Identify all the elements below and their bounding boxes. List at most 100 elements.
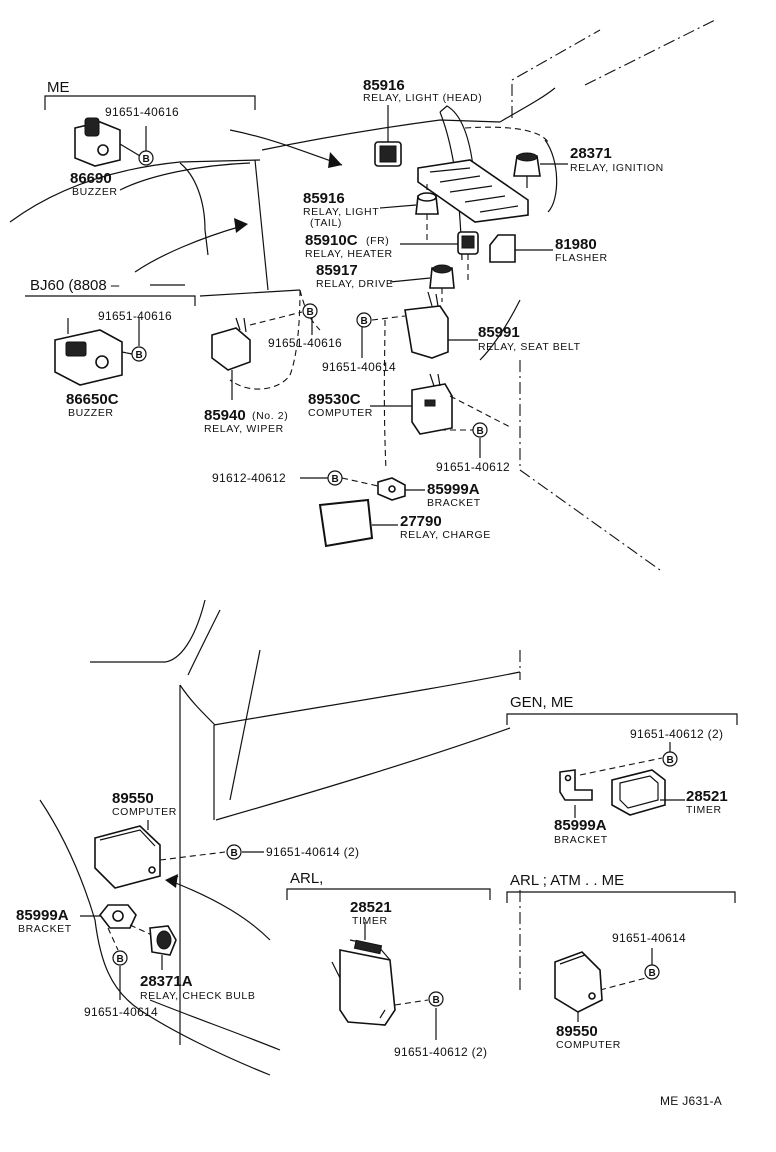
svg-text:GEN, ME: GEN, ME: [510, 694, 573, 711]
bolt-symbol-atm: B: [644, 964, 660, 980]
svg-text:RELAY, HEATER: RELAY, HEATER: [305, 248, 393, 260]
relay-28371: 28371 RELAY, IGNITION: [513, 145, 664, 188]
svg-text:COMPUTER: COMPUTER: [556, 1039, 621, 1051]
svg-text:COMPUTER: COMPUTER: [308, 407, 373, 419]
group-bj60: BJ60 (8808 –: [25, 277, 196, 306]
svg-text:(No. 2): (No. 2): [252, 410, 288, 422]
group-arl: ARL,: [286, 870, 491, 900]
bolt-symbol-wiper: B: [302, 303, 318, 319]
relay-85916-tail: 85916 RELAY, LIGHT (TAIL): [303, 180, 439, 240]
computer-89550-main: 89550 COMPUTER 91651-40614 (2): [94, 790, 359, 889]
svg-text:B: B: [307, 307, 314, 318]
group-gen-me: GEN, ME 91651-40612 (2): [506, 694, 738, 776]
bolt-symbol-arl: B: [428, 991, 444, 1007]
svg-text:B: B: [143, 154, 150, 165]
svg-text:ARL,: ARL,: [290, 870, 323, 887]
relay-85910c: 85910C (FR) RELAY, HEATER: [305, 231, 479, 280]
svg-text:28371A: 28371A: [140, 973, 193, 990]
svg-text:RELAY, DRIVE: RELAY, DRIVE: [316, 278, 393, 290]
flasher-81980: 81980 FLASHER: [489, 234, 608, 264]
svg-text:91651-40614: 91651-40614: [84, 1005, 158, 1019]
relay-85917: 85917 RELAY, DRIVE: [316, 262, 455, 302]
timer-28521-arl: 28521 TIMER 91651-40612 (2): [331, 899, 487, 1059]
svg-text:91651-40612 (2): 91651-40612 (2): [630, 727, 723, 741]
svg-text:85999A: 85999A: [427, 481, 480, 498]
svg-text:FLASHER: FLASHER: [555, 252, 608, 264]
svg-text:TIMER: TIMER: [352, 915, 388, 927]
svg-text:91651-40616: 91651-40616: [105, 105, 179, 119]
svg-text:85916: 85916: [303, 190, 345, 207]
svg-text:81980: 81980: [555, 236, 597, 253]
svg-text:27790: 27790: [400, 513, 442, 530]
svg-text:ME: ME: [47, 79, 70, 96]
svg-text:91651-40614 (2): 91651-40614 (2): [266, 845, 359, 859]
svg-text:TIMER: TIMER: [686, 804, 722, 816]
svg-text:91651-40614: 91651-40614: [322, 360, 396, 374]
svg-text:85916: 85916: [363, 77, 405, 94]
bolt-symbol-me-top: B: [138, 150, 154, 166]
svg-text:B: B: [231, 848, 238, 859]
svg-text:(TAIL): (TAIL): [310, 217, 342, 229]
svg-text:RELAY, CHECK BULB: RELAY, CHECK BULB: [140, 990, 255, 1002]
buzzer-86690: 91651-40616 86690 BUZZER: [70, 105, 179, 198]
bolt-symbol-seatbelt: B: [356, 312, 372, 328]
svg-text:RELAY, SEAT BELT: RELAY, SEAT BELT: [478, 341, 581, 353]
bolt-symbol-computer-top: B: [472, 422, 488, 438]
timer-28521-gen: 28521 TIMER: [611, 769, 728, 816]
bolt-symbol-bracket-top: B: [327, 470, 343, 486]
svg-text:91612-40612: 91612-40612: [212, 471, 286, 485]
buzzer-86650c: 91651-40616 86650C BUZZER: [54, 309, 172, 419]
svg-text:86650C: 86650C: [66, 391, 119, 408]
svg-text:85999A: 85999A: [554, 817, 607, 834]
svg-text:COMPUTER: COMPUTER: [112, 806, 177, 818]
svg-text:RELAY, IGNITION: RELAY, IGNITION: [570, 162, 664, 174]
svg-text:28521: 28521: [350, 899, 392, 916]
svg-text:91651-40612: 91651-40612: [436, 460, 510, 474]
svg-text:B: B: [667, 755, 674, 766]
svg-text:B: B: [332, 474, 339, 485]
svg-text:ARL ; ATM . . ME: ARL ; ATM . . ME: [510, 872, 624, 889]
svg-text:86690: 86690: [70, 170, 112, 187]
relay-85916-head: 85916 RELAY, LIGHT (HEAD): [363, 77, 482, 167]
relay-85991: 85991 RELAY, SEAT BELT 91651-40614: [322, 291, 581, 471]
relay-27790: 27790 RELAY, CHARGE: [318, 498, 491, 548]
svg-text:89550: 89550: [556, 1023, 598, 1040]
bracket-85999a-left: 85999A BRACKET: [16, 904, 153, 951]
svg-text:91651-40612 (2): 91651-40612 (2): [394, 1045, 487, 1059]
svg-text:91651-40614: 91651-40614: [612, 931, 686, 945]
relay-28371a: 28371A RELAY, CHECK BULB: [140, 925, 255, 1002]
svg-text:28371: 28371: [570, 145, 612, 162]
svg-text:(FR): (FR): [366, 235, 389, 247]
computer-89530c: 89530C COMPUTER 91651-40612: [308, 373, 513, 474]
svg-text:BRACKET: BRACKET: [554, 834, 608, 846]
svg-text:85940: 85940: [204, 407, 246, 424]
diagram-code: ME J631-A: [660, 1094, 722, 1108]
group-arl-atm-me: ARL ; ATM . . ME 91651-40614: [506, 872, 736, 991]
relay-block: [417, 159, 529, 223]
svg-text:RELAY, LIGHT: RELAY, LIGHT: [303, 206, 379, 218]
svg-text:BJ60 (8808 –: BJ60 (8808 –: [30, 277, 120, 294]
svg-text:85999A: 85999A: [16, 907, 69, 924]
computer-89550-atm: 89550 COMPUTER: [554, 951, 621, 1051]
svg-text:BUZZER: BUZZER: [68, 407, 114, 419]
svg-text:BRACKET: BRACKET: [18, 923, 72, 935]
svg-text:B: B: [433, 995, 440, 1006]
svg-text:89550: 89550: [112, 790, 154, 807]
bolt-symbol-bj60: B: [131, 346, 147, 362]
bracket-85999a-gen: 85999A BRACKET: [554, 769, 608, 846]
svg-text:B: B: [649, 968, 656, 979]
svg-text:85910C: 85910C: [305, 232, 358, 249]
svg-text:91651-40616: 91651-40616: [98, 309, 172, 323]
svg-text:B: B: [477, 426, 484, 437]
svg-text:28521: 28521: [686, 788, 728, 805]
svg-text:B: B: [117, 954, 124, 965]
group-me-top: ME: [44, 79, 256, 110]
bolt-label-left: 91651-40614: [84, 966, 158, 1019]
svg-text:RELAY, WIPER: RELAY, WIPER: [204, 423, 284, 435]
svg-text:BRACKET: BRACKET: [427, 497, 481, 509]
body-outline-bottom: [39, 599, 521, 1076]
svg-text:85991: 85991: [478, 324, 520, 341]
bolt-symbol-left: B: [112, 950, 128, 966]
svg-text:RELAY, CHARGE: RELAY, CHARGE: [400, 529, 491, 541]
